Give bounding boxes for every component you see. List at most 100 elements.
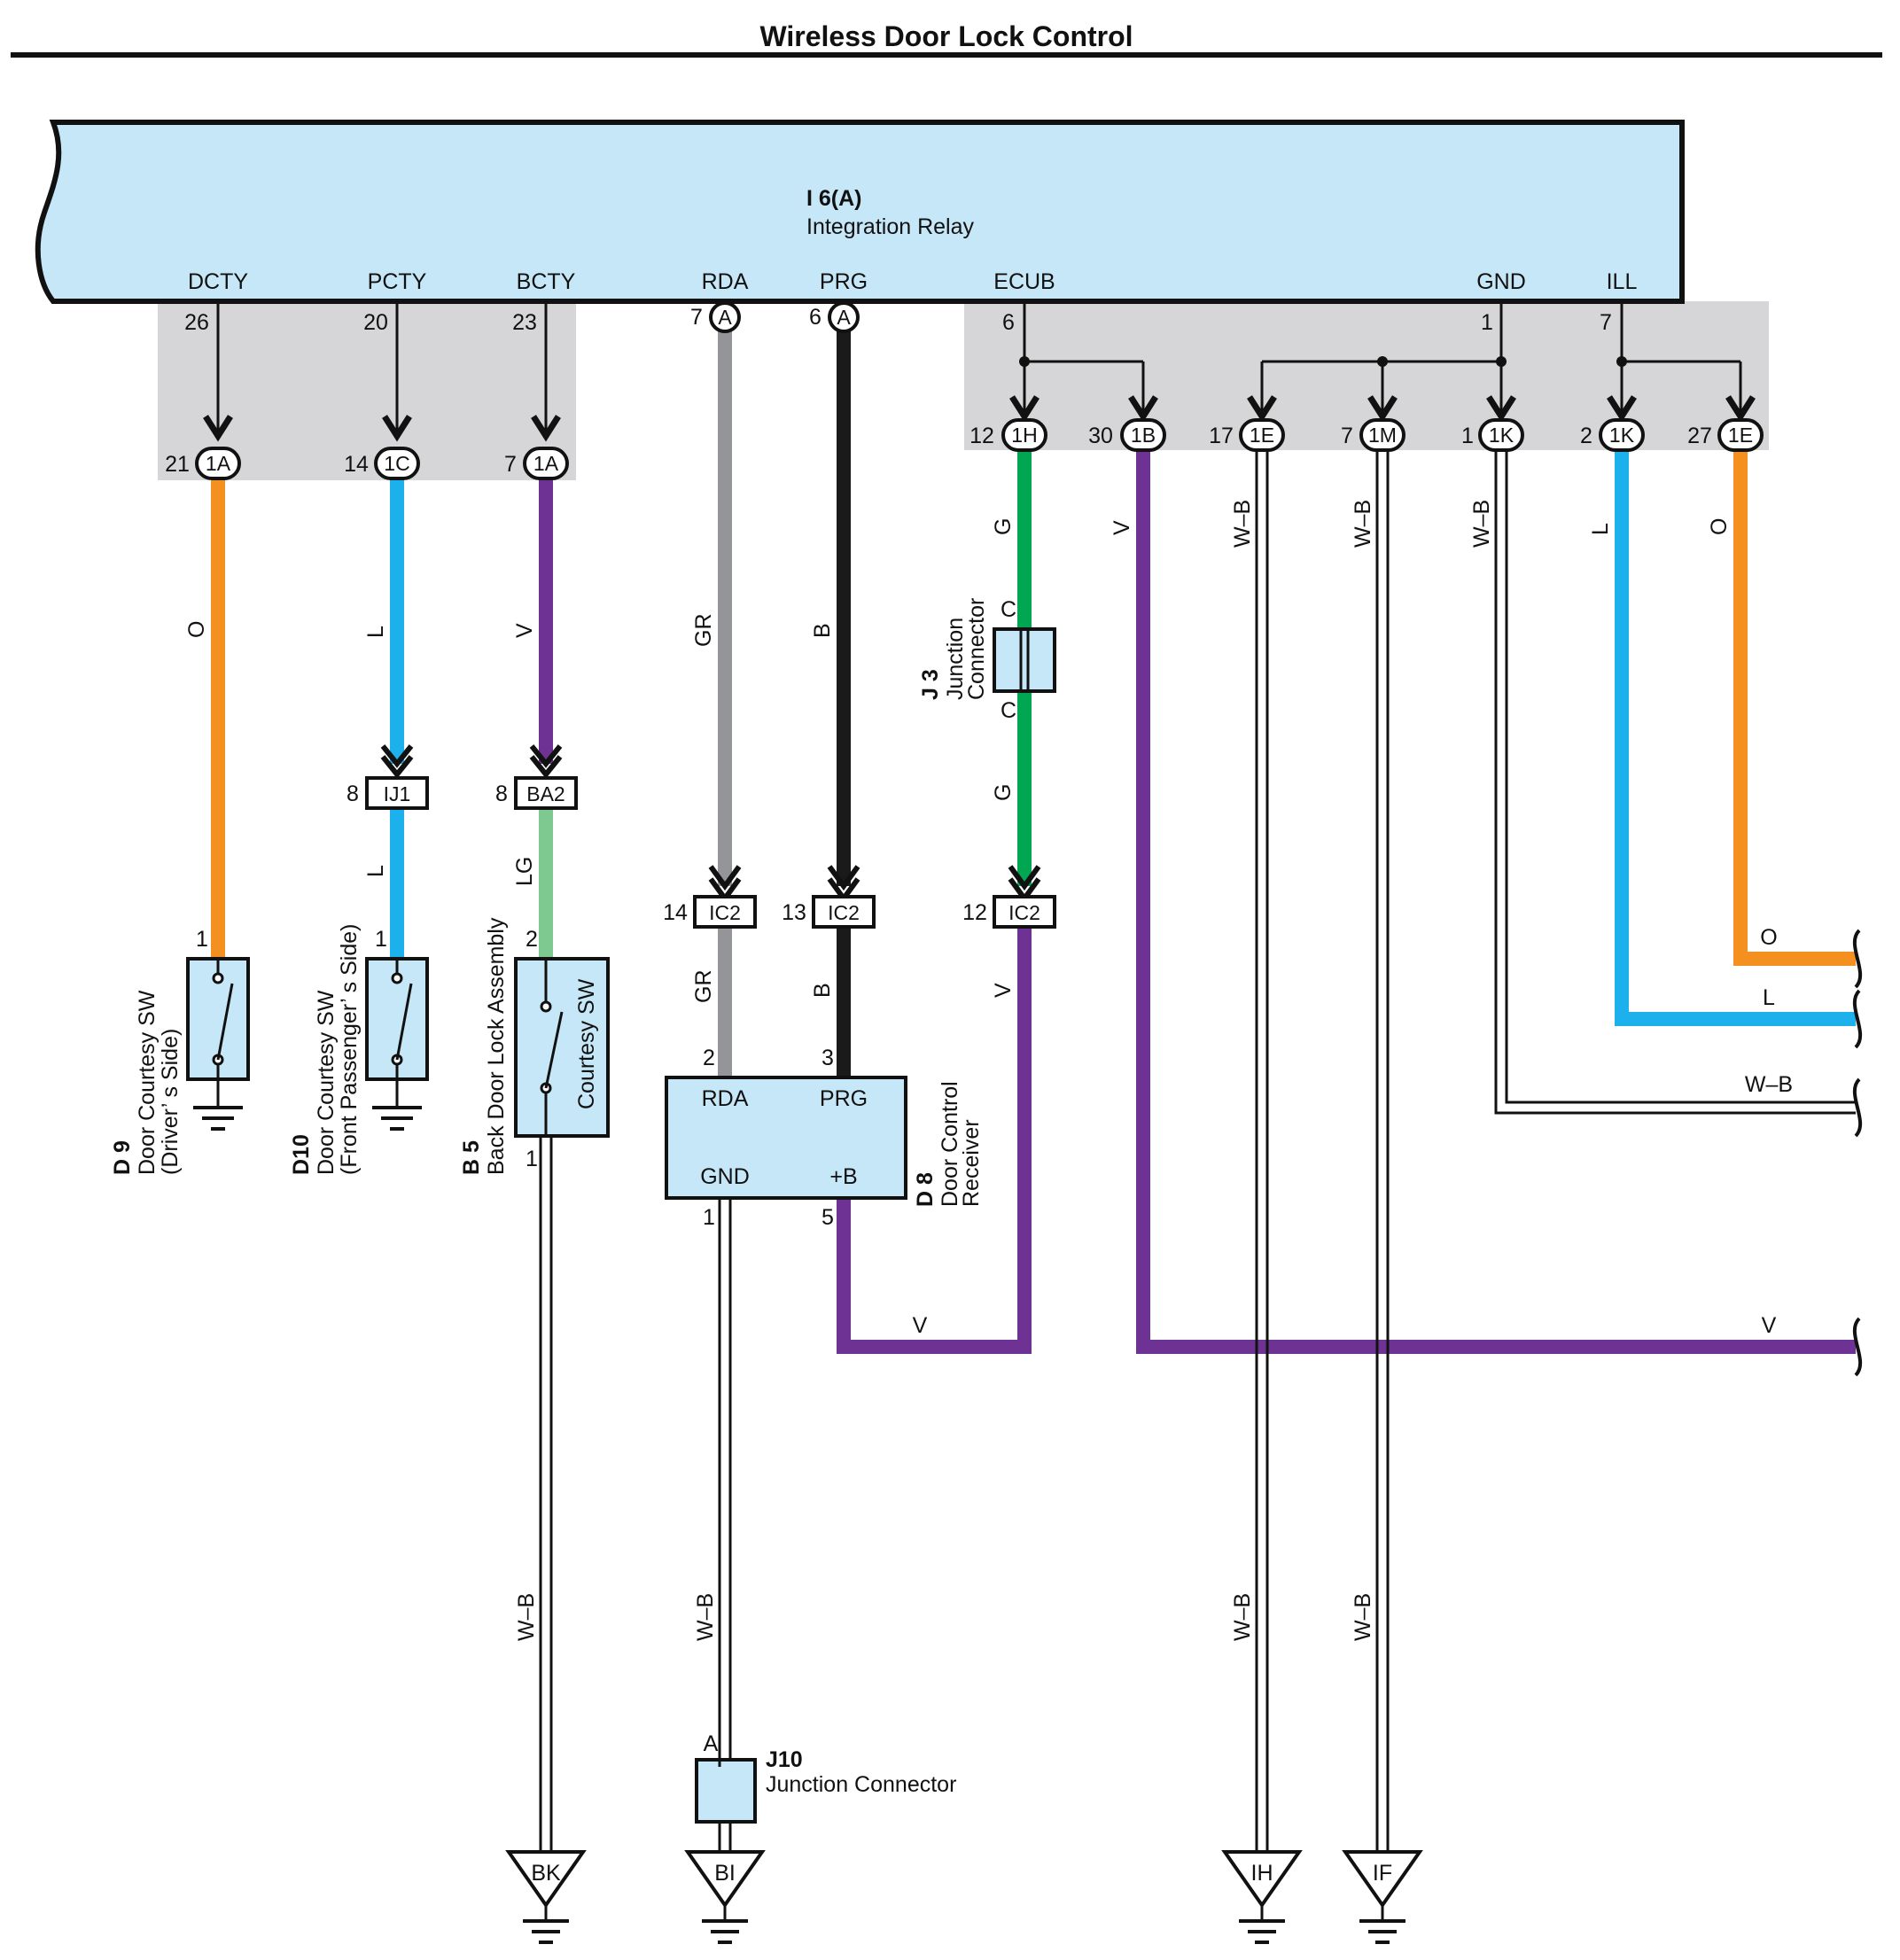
ground-ih: IH: [1221, 1850, 1303, 1944]
svg-text:GND: GND: [700, 1164, 750, 1189]
svg-text:12: 12: [969, 424, 994, 448]
pin-dcty: 26: [184, 310, 209, 335]
wire-d8-wb: [718, 1198, 732, 1760]
terminal-dcty: DCTY: [188, 269, 248, 294]
connector-1a-dcty: 1A 21: [165, 447, 241, 480]
connector-1c-pcty: 1C 14: [344, 447, 420, 480]
ground-bi: BI: [684, 1850, 766, 1944]
code-v-right: V: [1762, 1313, 1777, 1338]
break-violet: [1852, 1317, 1863, 1377]
svg-text:1A: 1A: [206, 452, 231, 475]
d10-switch: 1: [365, 927, 429, 1131]
integration-relay-block: [35, 120, 1685, 304]
wire-j10-wb: [718, 1822, 732, 1852]
wire-b5-wb: [539, 1136, 553, 1852]
terminal-pcty: PCTY: [368, 269, 427, 294]
svg-text:RDA: RDA: [702, 1086, 749, 1111]
wire-1m-wb: [1375, 450, 1390, 1859]
junction-dot-ill: [1616, 356, 1627, 367]
svg-text:17: 17: [1209, 424, 1234, 448]
d10-line2: (Front Passenger’ s Side): [337, 924, 362, 1175]
break-orange: [1852, 929, 1863, 989]
svg-text:IC2: IC2: [709, 901, 741, 924]
inline-tag-rda: A: [709, 301, 741, 333]
code-wb-1k: W–B: [1469, 500, 1494, 548]
svg-text:IH: IH: [1251, 1861, 1273, 1886]
svg-text:2: 2: [1580, 424, 1592, 448]
connector-1e-ill: 1E 27: [1687, 418, 1764, 452]
d10-line1: Door Courtesy SW: [314, 990, 339, 1175]
code-v-bcty: V: [512, 623, 537, 638]
pin-bcty: 23: [512, 310, 537, 335]
svg-text:7: 7: [1341, 424, 1353, 448]
j3-code: J 3: [918, 669, 943, 700]
svg-text:BI: BI: [714, 1861, 736, 1886]
box-ba2: BA2 8: [495, 776, 578, 810]
diagram-title: Wireless Door Lock Control: [759, 20, 1133, 52]
arrow-bcty: [531, 415, 561, 442]
wire-1e-orange: [1733, 450, 1856, 966]
svg-text:A: A: [704, 1731, 719, 1756]
svg-text:27: 27: [1687, 424, 1712, 448]
relay-name: Integration Relay: [806, 214, 975, 239]
svg-text:21: 21: [165, 452, 190, 477]
svg-text:IC2: IC2: [1008, 901, 1040, 924]
code-v-1b: V: [1110, 520, 1134, 535]
svg-text:1E: 1E: [1728, 424, 1753, 447]
svg-text:IC2: IC2: [828, 901, 860, 924]
svg-text:1K: 1K: [1609, 424, 1635, 447]
wire-1e-wb: [1255, 450, 1269, 1859]
code-l-pcty-2: L: [363, 865, 388, 877]
wire-ill-blue: [1615, 450, 1856, 1026]
ground-if: IF: [1342, 1850, 1423, 1944]
svg-text:30: 30: [1088, 424, 1113, 448]
junction-dot-ecub: [1019, 356, 1030, 367]
b5-back-door-lock: 2 1: [514, 927, 610, 1171]
b5-inner-label: Courtesy SW: [574, 978, 599, 1109]
arrow-dcty: [203, 415, 233, 442]
terminal-gnd: GND: [1476, 269, 1526, 294]
svg-text:14: 14: [344, 452, 369, 477]
d9-line1: Door Courtesy SW: [135, 990, 160, 1175]
code-o-right: O: [1760, 925, 1777, 950]
code-o-1e: O: [1707, 518, 1732, 535]
code-wb-1m: W–B: [1351, 500, 1375, 548]
j3-line1: Junction: [943, 618, 968, 700]
code-b-prg: B: [810, 623, 835, 638]
svg-text:PRG: PRG: [820, 1086, 868, 1111]
svg-text:A: A: [718, 306, 732, 329]
pin-gnd: 1: [1481, 310, 1493, 335]
code-wb-1m-low: W–B: [1351, 1593, 1375, 1641]
arrow-1e-gnd: [1247, 395, 1277, 423]
terminal-prg: PRG: [820, 269, 868, 294]
terminal-ecub: ECUB: [993, 269, 1055, 294]
svg-text:IJ1: IJ1: [384, 782, 411, 805]
svg-text:7: 7: [504, 452, 517, 477]
j10-junction-connector: A: [695, 1731, 757, 1824]
b5-line1: Back Door Lock Assembly: [484, 917, 509, 1175]
box-ic2-12: IC2 12: [962, 895, 1056, 929]
j10-name: Junction Connector: [766, 1772, 956, 1797]
svg-text:1K: 1K: [1489, 424, 1515, 447]
terminal-rda: RDA: [702, 269, 749, 294]
connector-1b: 1B 30: [1088, 418, 1166, 452]
code-g-ecub-2: G: [991, 784, 1016, 801]
svg-text:1M: 1M: [1368, 424, 1397, 447]
svg-text:C: C: [1001, 698, 1016, 723]
code-b-prg-2: B: [810, 983, 835, 998]
terminal-ill: ILL: [1607, 269, 1638, 294]
svg-text:+B: +B: [829, 1164, 857, 1189]
connector-1k-gnd: 1K 1: [1461, 418, 1524, 452]
wire-ecub-violet: [837, 927, 1032, 1354]
pin-ill: 7: [1600, 310, 1612, 335]
code-wb-1e: W–B: [1230, 500, 1255, 548]
arrow-1b: [1128, 395, 1158, 423]
code-wb-right: W–B: [1745, 1072, 1793, 1097]
pin-prg: 6: [809, 305, 822, 330]
svg-text:C: C: [1001, 597, 1016, 622]
code-lg-bcty: LG: [512, 857, 537, 886]
d8-door-control-receiver: RDA PRG GND +B 2 3 1 5: [665, 1046, 907, 1230]
box-ij1: IJ1 8: [347, 776, 429, 810]
terminal-bcty: BCTY: [517, 269, 576, 294]
code-l-ill: L: [1588, 523, 1613, 535]
